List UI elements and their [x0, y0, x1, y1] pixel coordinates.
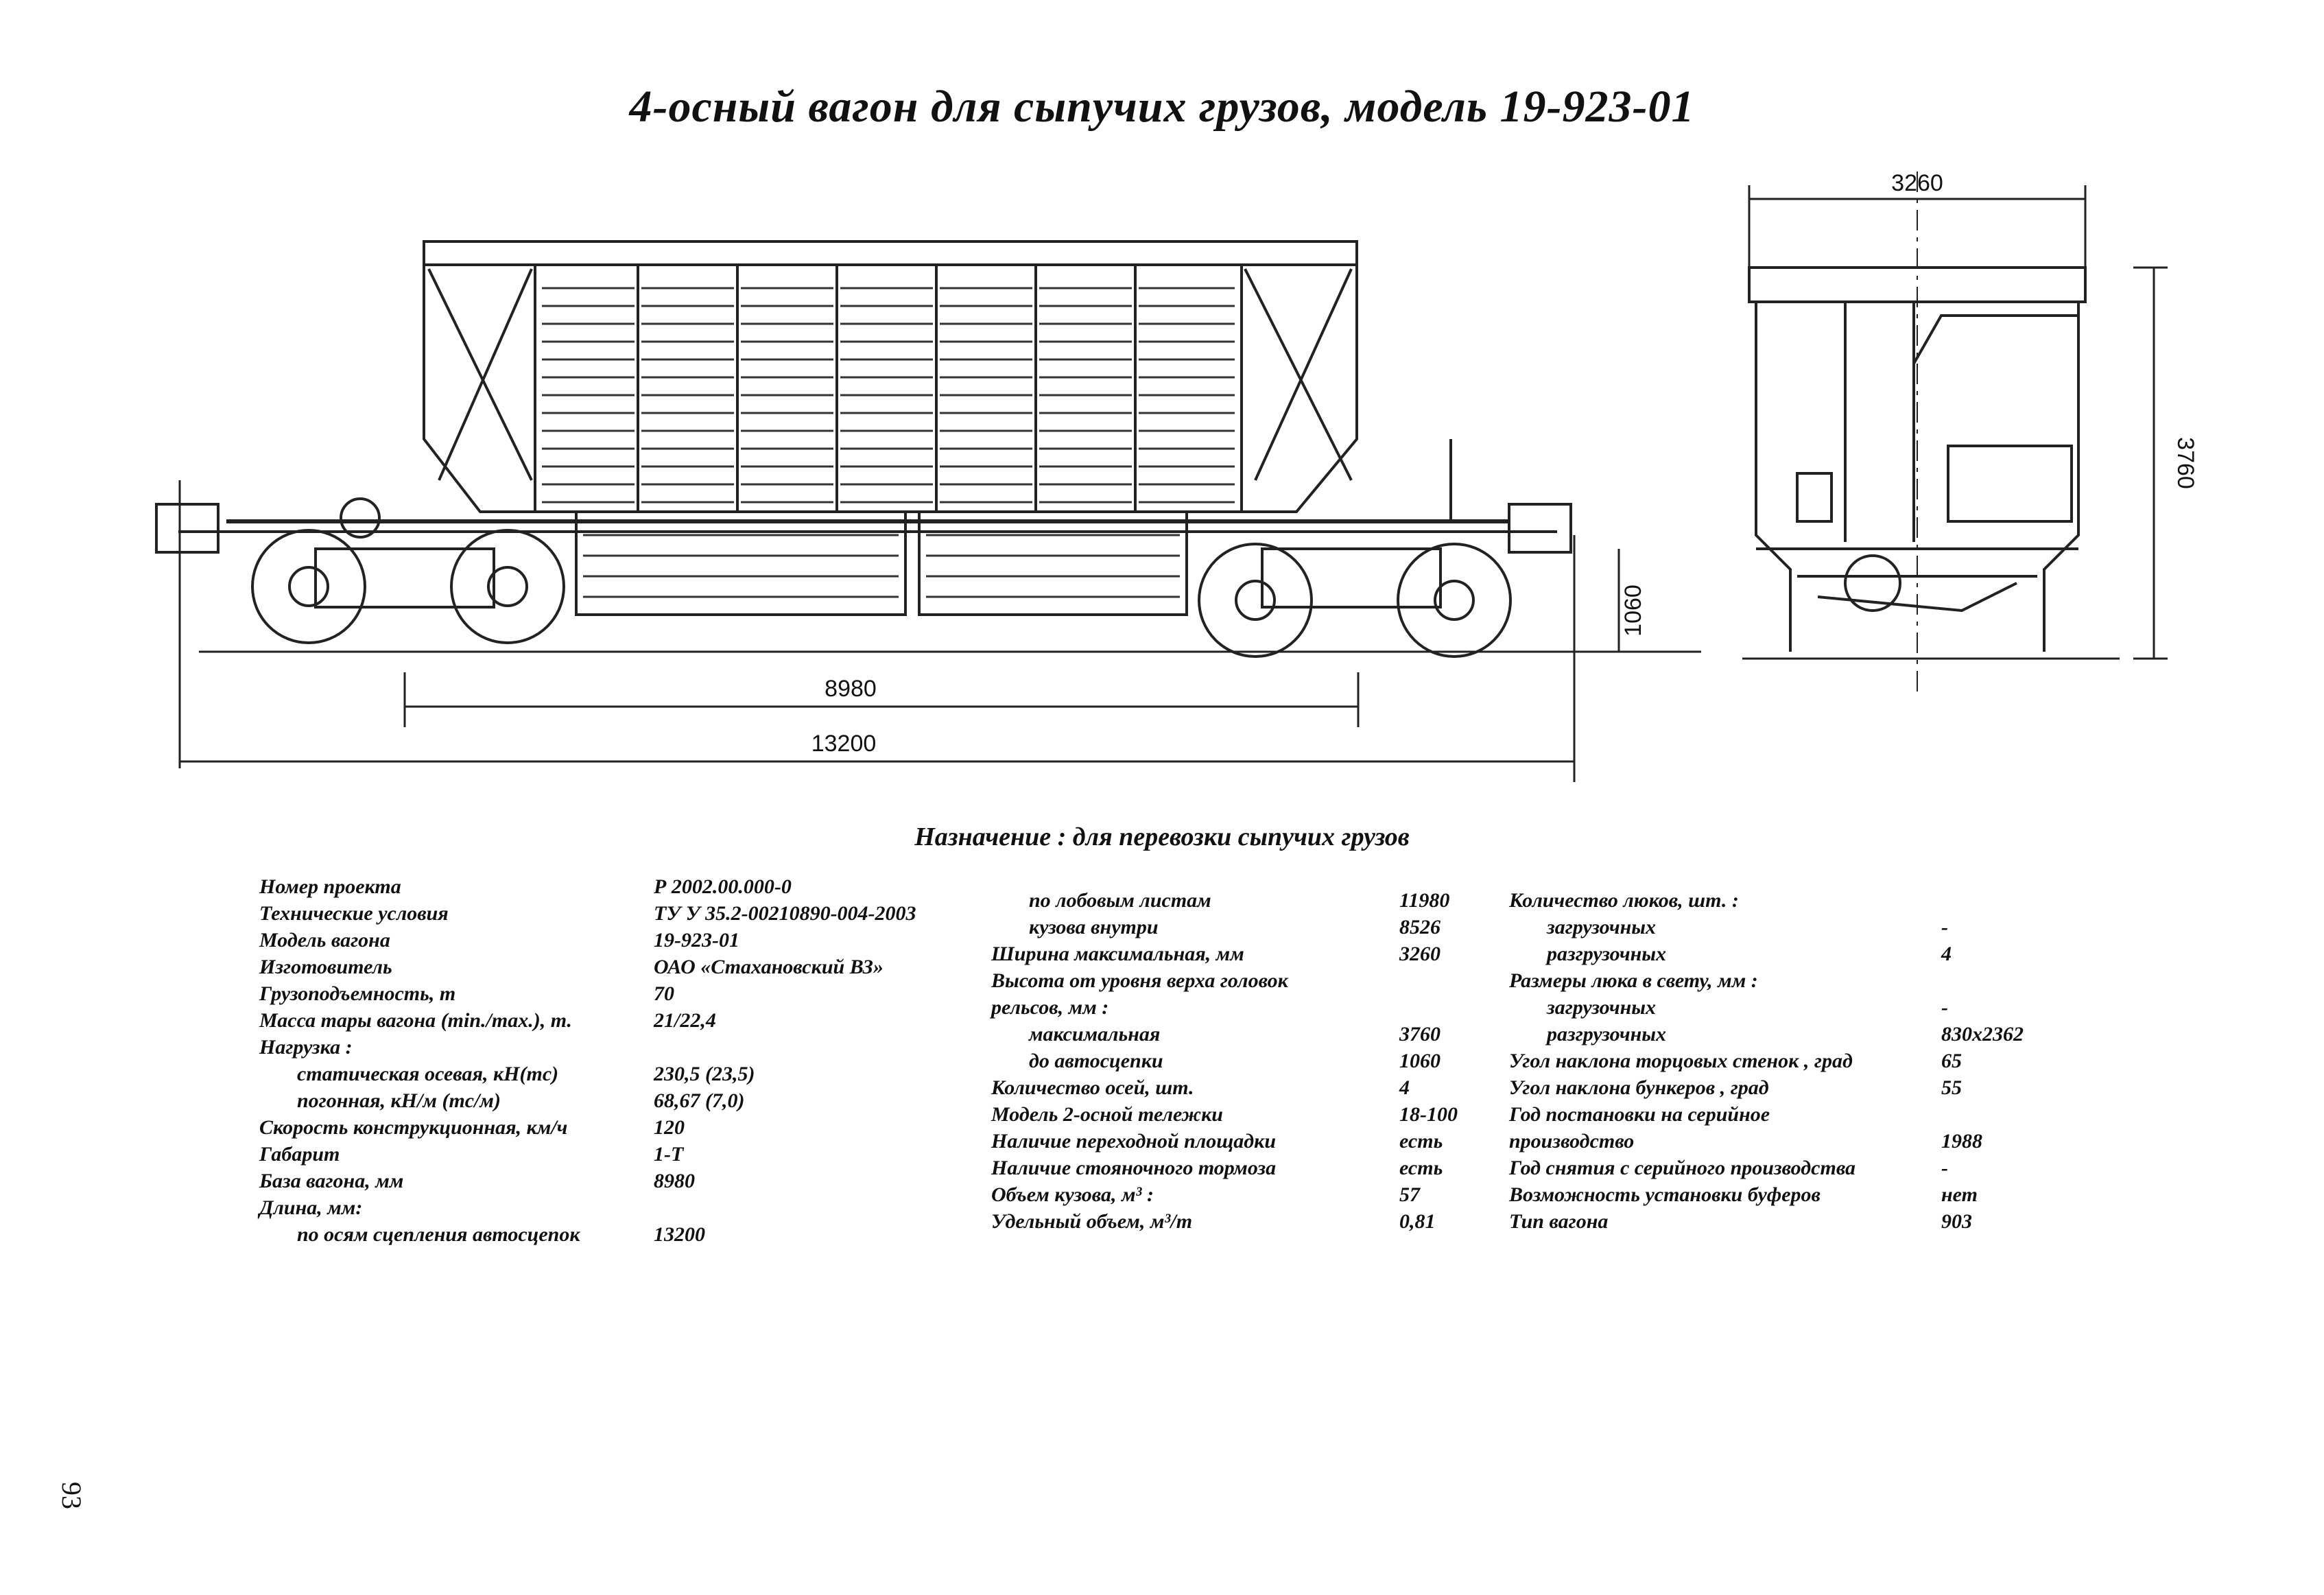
spec-value: 13200: [654, 1223, 705, 1246]
spec-label: Объем кузова, м³ :: [991, 1183, 1154, 1206]
spec-value: ТУ У 35.2-00210890-004-2003: [654, 902, 916, 925]
spec-value: 0,81: [1399, 1210, 1436, 1233]
spec-label: производство: [1509, 1130, 1635, 1153]
spec-label: Нагрузка :: [259, 1036, 353, 1059]
bogie-frame-right: [1261, 547, 1442, 609]
spec-label: Наличие стояночного тормоза: [991, 1157, 1277, 1179]
spec-value: 70: [654, 982, 674, 1005]
spec-label: Угол наклона бункеров , град: [1509, 1076, 1769, 1099]
spec-label: Модель вагона: [259, 929, 390, 952]
spec-label: Изготовитель: [259, 956, 392, 978]
spec-value: ОАО «Стахановский ВЗ»: [654, 956, 884, 978]
spec-value: 3760: [1399, 1023, 1440, 1045]
spec-label: Модель 2-осной тележки: [991, 1103, 1223, 1126]
spec-value: 3260: [1399, 943, 1440, 965]
spec-label: Тип вагона: [1509, 1210, 1609, 1233]
wheel-icon: [1198, 543, 1313, 658]
spec-label: Количество люков, шт. :: [1509, 889, 1739, 912]
spec-value: -: [1941, 916, 1948, 938]
dimension-length: 13200: [811, 731, 877, 757]
spec-label: разгрузочных: [1547, 1023, 1667, 1045]
purpose-heading: Назначение : для перевозки сыпучих грузо…: [914, 823, 1410, 851]
wheel-icon: [251, 529, 366, 644]
spec-label: Год снятия с серийного производства: [1509, 1157, 1856, 1179]
spec-label: до автосцепки: [1029, 1050, 1163, 1072]
spec-value: 8980: [654, 1170, 695, 1192]
spec-label: Возможность установки буферов: [1509, 1183, 1821, 1206]
spec-label: Номер проекта: [259, 875, 401, 898]
spec-value: 120: [654, 1116, 685, 1139]
spec-label: Угол наклона торцовых стенок , град: [1509, 1050, 1853, 1072]
wagon-end-view: 3260 3760: [1742, 170, 2195, 693]
spec-label: Размеры люка в свету, мм :: [1509, 969, 1758, 992]
spec-label: по осям сцепления автосцепок: [297, 1223, 580, 1246]
spec-value: 19-923-01: [654, 929, 739, 952]
spec-label: Длина, мм:: [259, 1196, 363, 1219]
spec-value: 55: [1941, 1076, 1962, 1099]
wheel-icon: [1397, 543, 1512, 658]
brake-cylinder-icon: [340, 497, 381, 539]
spec-label: загрузочных: [1547, 996, 1657, 1019]
spec-value: -: [1941, 996, 1948, 1019]
page-number: 93: [56, 1482, 87, 1509]
spec-label: База вагона, мм: [259, 1170, 404, 1192]
spec-value: 4: [1941, 943, 1952, 965]
spec-label: максимальная: [1029, 1023, 1161, 1045]
spec-value: есть: [1399, 1130, 1443, 1153]
spec-value: 1060: [1399, 1050, 1440, 1072]
spec-label: Скорость конструкционная, км/ч: [259, 1116, 568, 1139]
spec-value: 903: [1941, 1210, 1972, 1233]
spec-value: 8526: [1399, 916, 1440, 938]
spec-value: 1-Т: [654, 1143, 684, 1166]
dimension-base: 8980: [825, 676, 877, 702]
body-top-rim: [423, 240, 1358, 266]
spec-value: -: [1941, 1157, 1948, 1179]
spec-label: Наличие переходной площадки: [991, 1130, 1277, 1153]
spec-value: Р 2002.00.000-0: [654, 875, 792, 898]
spec-label: погонная, кН/м (тс/м): [297, 1089, 501, 1112]
coupler-icon: [1844, 554, 1901, 612]
spec-value: 57: [1399, 1183, 1420, 1206]
spec-label: Габарит: [259, 1143, 340, 1166]
spec-label: статическая осевая, кН(тс): [297, 1063, 559, 1085]
spec-label: кузова внутри: [1029, 916, 1159, 938]
spec-value: нет: [1941, 1183, 1978, 1206]
spec-label: разгрузочных: [1547, 943, 1667, 965]
spec-value: есть: [1399, 1157, 1443, 1179]
spec-label: Масса тары вагона (min./max.), т.: [259, 1009, 572, 1032]
spec-label: Ширина максимальная, мм: [991, 943, 1244, 965]
dimension-coupler-height: 1060: [1620, 584, 1646, 637]
spec-value: 4: [1399, 1076, 1410, 1099]
spec-label: Год постановки на серийное: [1509, 1103, 1770, 1126]
spec-label: рельсов, мм :: [991, 996, 1109, 1019]
spec-label: Количество осей, шт.: [991, 1076, 1194, 1099]
spec-value: 230,5 (23,5): [654, 1063, 755, 1085]
spec-label: по лобовым листам: [1029, 889, 1211, 912]
spec-label: Технические условия: [259, 902, 449, 925]
dimension-height: 3760: [2172, 437, 2195, 489]
spec-value: 11980: [1399, 889, 1450, 912]
spec-value: 830x2362: [1941, 1023, 2024, 1045]
wheel-icon: [450, 529, 565, 644]
spec-value: 21/22,4: [654, 1009, 716, 1032]
dimension-width: 3260: [1891, 170, 1943, 196]
spec-label: загрузочных: [1547, 916, 1657, 938]
spec-value: 1988: [1941, 1130, 1982, 1153]
spec-value: 18-100: [1399, 1103, 1458, 1126]
spec-label: Грузоподъемность, т: [259, 982, 456, 1005]
wagon-side-view: 8980 13200 1060: [155, 240, 1701, 782]
spec-value: 65: [1941, 1050, 1962, 1072]
spec-label: Удельный объем, м³/т: [991, 1210, 1193, 1233]
page-title: 4-осный вагон для сыпучих грузов, модель…: [629, 82, 1695, 132]
spec-value: 68,67 (7,0): [654, 1089, 745, 1112]
bogie-frame-left: [314, 547, 495, 609]
spec-label: Высота от уровня верха головок: [991, 969, 1288, 992]
